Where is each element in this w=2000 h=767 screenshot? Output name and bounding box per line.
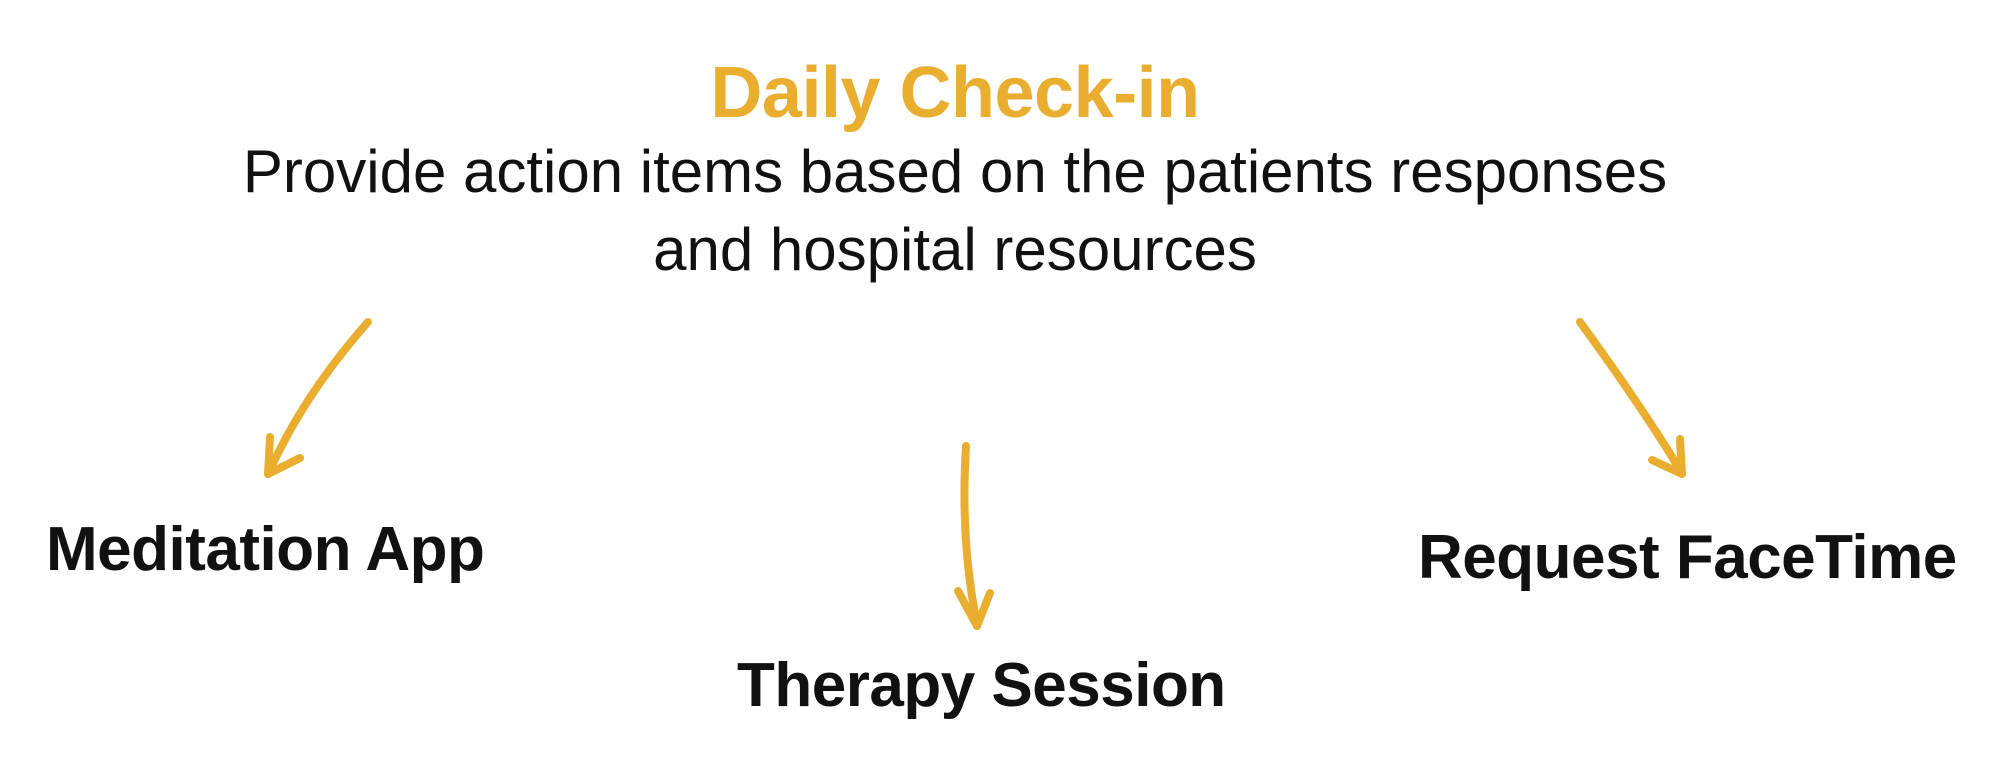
node-request-facetime: Request FaceTime [1418,523,1957,592]
node-therapy-session: Therapy Session [737,651,1226,720]
arrow-to-facetime-icon [1576,318,1686,478]
arrow-to-therapy-icon [954,442,994,630]
diagram-subtitle: Provide action items based on the patien… [0,133,1910,289]
diagram-title: Daily Check-in [710,53,1200,133]
node-meditation-app: Meditation App [46,515,485,584]
subtitle-line-1: Provide action items based on the patien… [242,138,1668,205]
subtitle-line-2: and hospital resources [653,216,1257,283]
arrow-to-meditation-icon [264,318,372,478]
